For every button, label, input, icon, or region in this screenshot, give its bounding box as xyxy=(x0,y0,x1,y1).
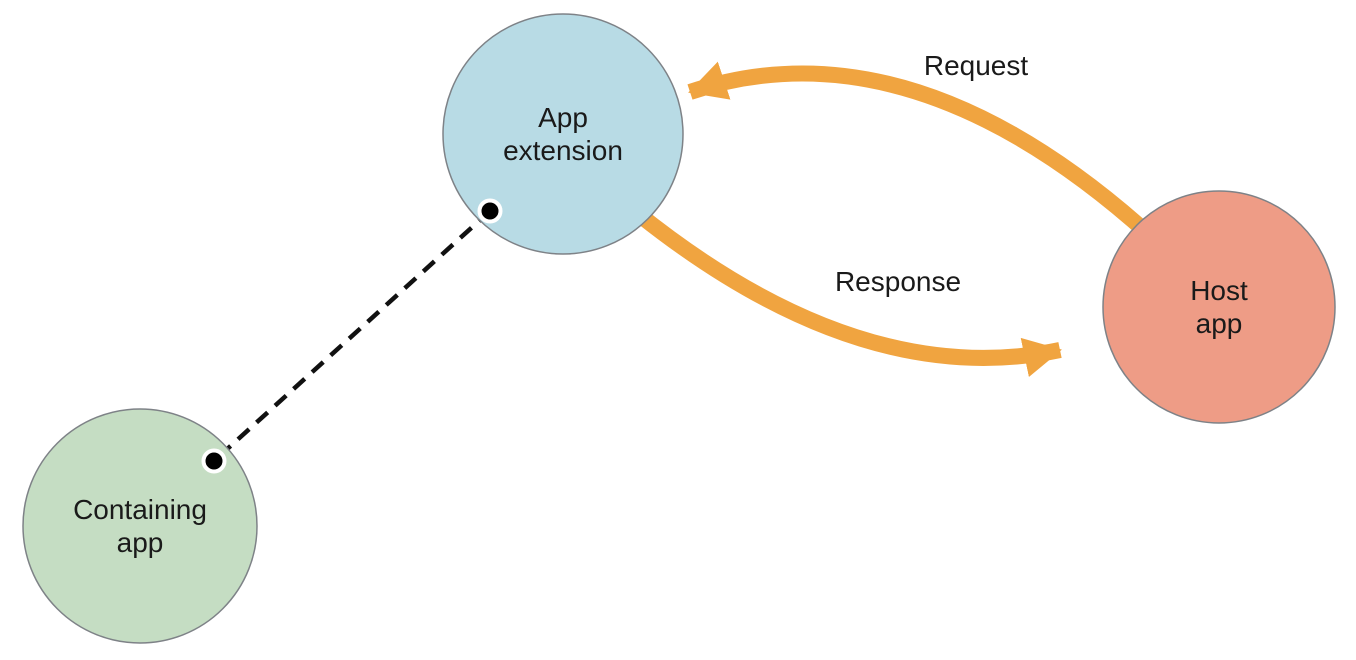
host-app-label-line2: app xyxy=(1196,308,1243,339)
app-extension-label-line2: extension xyxy=(503,135,623,166)
node-containing-app xyxy=(22,408,258,644)
node-app-extension xyxy=(442,13,684,255)
containing-app-label-line2: app xyxy=(117,527,164,558)
request-label: Request xyxy=(924,50,1029,81)
host-app-label-line1: Host xyxy=(1190,275,1248,306)
app-extension-label-line1: App xyxy=(538,102,588,133)
node-host-app xyxy=(1102,190,1336,424)
connector-dot-containing xyxy=(201,448,227,474)
request-arrow xyxy=(687,61,1174,258)
response-arrow xyxy=(630,205,1062,377)
containing-app-label-line1: Containing xyxy=(73,494,207,525)
extension-containing-dashed-connector xyxy=(212,209,492,463)
response-label: Response xyxy=(835,266,961,297)
connector-dot-extension xyxy=(477,198,503,224)
